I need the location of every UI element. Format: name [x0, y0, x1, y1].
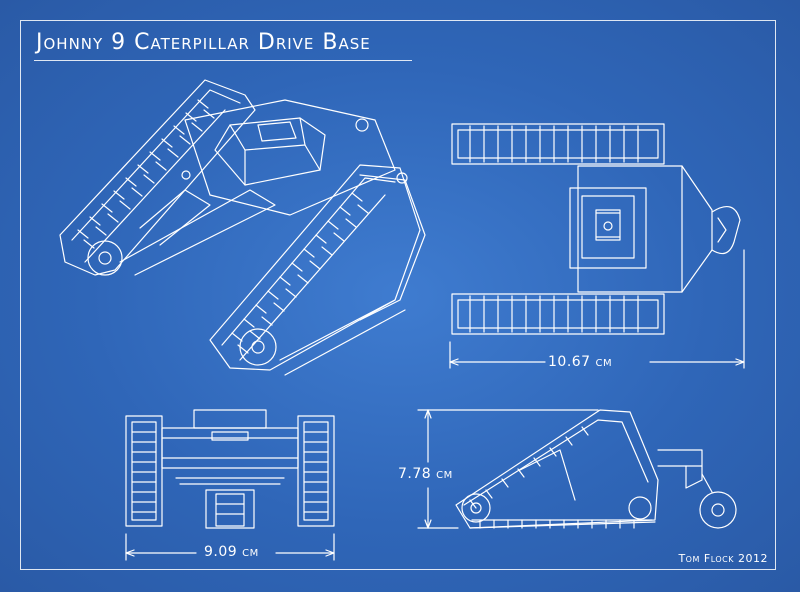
- isometric-view: [60, 80, 425, 375]
- side-view-height-label: 7.78 cm: [398, 466, 453, 482]
- side-view: [418, 410, 736, 528]
- blueprint-frame: [20, 20, 776, 570]
- top-view-width-label: 10.67 cm: [548, 354, 613, 370]
- blueprint-title: Johnny 9 Caterpillar Drive Base: [36, 30, 371, 55]
- front-view-width-label: 9.09 cm: [204, 544, 259, 560]
- front-view: [126, 410, 334, 560]
- top-view: [450, 124, 744, 368]
- author-credit: Tom Flock 2012: [678, 552, 768, 565]
- title-underline: [34, 60, 412, 61]
